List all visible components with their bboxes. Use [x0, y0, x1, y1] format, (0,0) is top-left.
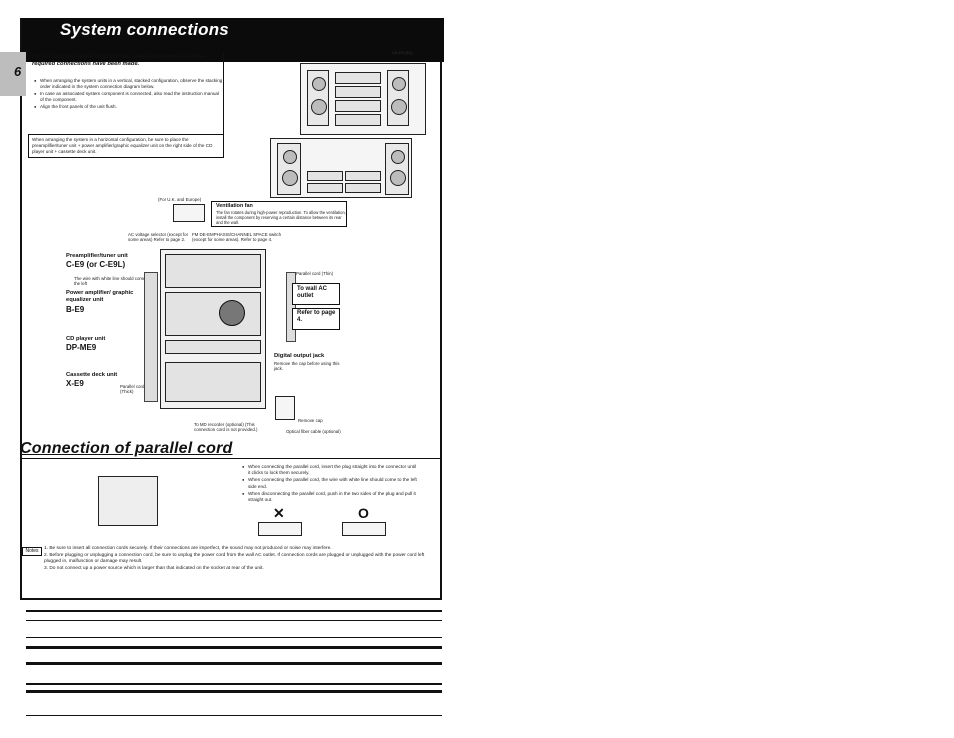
ventilation-box [211, 201, 347, 227]
wall-outlet-text: To wall AC outlet [297, 286, 327, 299]
instruction-bullets: When arranging the system units in a ver… [34, 78, 224, 111]
horizontal-config-note: When arranging the system in a horizonta… [28, 134, 224, 158]
scan-artifact [26, 690, 442, 693]
ventilation-title: Ventilation fan [216, 203, 253, 209]
note-item: 3. Do not connect up a power source whic… [44, 565, 264, 571]
bullet-item: When connecting the parallel cord, inser… [242, 464, 418, 476]
white-line-note: The wire with white line should come to … [74, 276, 151, 287]
bullet-item: When connecting the parallel cord, the w… [242, 477, 418, 489]
scan-artifact [26, 610, 442, 612]
scan-artifact [26, 715, 442, 716]
model-code: UD-E9 (E4) [392, 50, 413, 55]
scan-artifact [26, 620, 442, 621]
ventilation-text: The fan rotates during high-power reprod… [216, 210, 346, 225]
warning-title: Do not plug the power cord into the powe… [32, 54, 206, 67]
notes-label: Notes [22, 547, 42, 556]
parallel-plug-image [98, 476, 158, 526]
cd-label: CD player unit [66, 336, 106, 342]
digital-output-text: Remove the cap before using this jack. [274, 361, 340, 372]
wall-outlet-callout [292, 283, 340, 305]
md-recorder-label: To MD recorder (optional) (This connecti… [194, 422, 258, 433]
notes-list: 1. Be sure to insert all connection cord… [44, 546, 440, 572]
scan-artifact [26, 662, 442, 665]
fm-switch-label: FM DE-EMPHASIS/CHANNEL SPACE switch (exc… [192, 232, 282, 243]
right-mark-icon: O [358, 505, 369, 521]
power-amp-label: Power amplifier/ graphic equalizer unit [66, 290, 134, 303]
note-item: 1. Be sure to insert all connection cord… [44, 546, 332, 551]
page-title: System connections [60, 20, 229, 39]
region-label: (For U.K. and Europe) [158, 197, 202, 202]
preamp-model: C-E9 (or C-E9L) [66, 260, 126, 269]
preamp-label: Preamplifier/tuner unit [66, 253, 128, 259]
cd-model: DP-ME9 [66, 343, 97, 352]
ac-selector-label: AC voltage selector (except for some are… [128, 232, 189, 243]
cassette-label: Cassette deck unit [66, 372, 118, 378]
voltage-selector-image [173, 204, 205, 222]
section-title: Connection of parallel cord [20, 440, 233, 457]
bullet-item: When disconnecting the parallel cord, pu… [242, 491, 418, 503]
digital-output-title: Digital output jack [274, 353, 325, 359]
wrong-insertion-image [258, 522, 302, 536]
section-divider [20, 458, 442, 459]
refer-text: Refer to page 4. [297, 310, 336, 323]
correct-insertion-image [342, 522, 386, 536]
bullet-item: Align the front panels of the unit flush… [34, 104, 224, 110]
speaker-image [307, 70, 329, 126]
power-amp-model: B-E9 [66, 305, 85, 314]
parallel-thick-label: Parallel cord (Thick) [120, 384, 145, 395]
optical-cable-label: Optical fiber cable (optional) [286, 429, 341, 434]
speaker-image [387, 70, 409, 126]
optical-jack-image [275, 396, 295, 420]
bullet-item: When arranging the system units in a ver… [34, 78, 224, 90]
scan-artifact [26, 683, 442, 685]
note-item: 2. Before plugging or unplugging a conne… [44, 552, 425, 564]
header-bar [22, 18, 444, 62]
wrong-mark-icon: ✕ [273, 505, 285, 521]
refer-callout [292, 308, 340, 330]
scan-artifact [26, 637, 442, 638]
cassette-model: X-E9 [66, 379, 84, 388]
vertical-system-image [300, 63, 426, 135]
page-number-tab: 6 [0, 52, 26, 96]
parallel-cord-right [286, 272, 296, 342]
horizontal-system-image [270, 138, 412, 198]
rear-panel-diagram [160, 249, 266, 409]
parallel-cord-left [144, 272, 158, 402]
scan-artifact [26, 646, 442, 649]
parallel-cord-bullets: When connecting the parallel cord, inser… [242, 464, 418, 504]
parallel-thin-label: Parallel cord (Thin) [296, 271, 334, 276]
bullet-item: In case an associated system component i… [34, 91, 224, 103]
page-number: 6 [14, 64, 22, 79]
remove-cap-label: Remove cap [298, 418, 323, 423]
